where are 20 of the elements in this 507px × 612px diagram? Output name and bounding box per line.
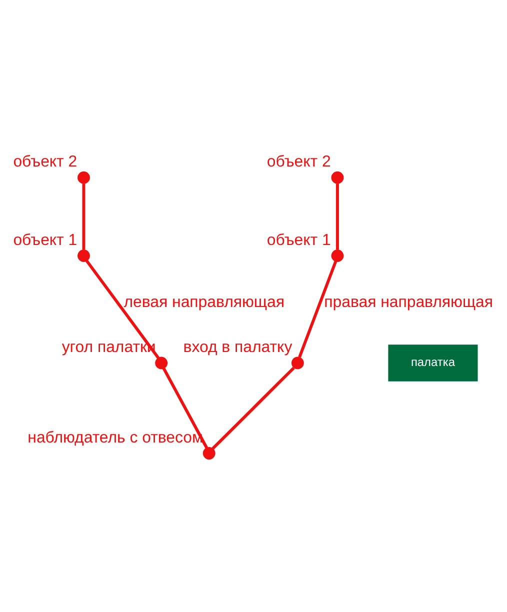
node-circle	[78, 170, 90, 184]
node-circle	[331, 249, 344, 262]
connector	[82, 183, 86, 250]
node-circle	[331, 170, 344, 184]
node-label: вход в палатку	[183, 338, 292, 356]
connector	[298, 260, 338, 358]
node-label: объект 2	[13, 153, 78, 170]
connector	[336, 183, 339, 250]
edge-label: левая направляющая	[124, 294, 284, 311]
edge-label: правая направляющая	[324, 294, 494, 311]
connector	[85, 259, 160, 358]
node-circle	[78, 249, 90, 262]
connector	[212, 366, 295, 450]
node-label: объект 2	[266, 153, 331, 170]
node-circle	[291, 356, 304, 369]
node-box: палатка	[388, 344, 478, 381]
node-circle	[155, 356, 168, 369]
node-label: объект 1	[266, 231, 331, 248]
node-label: объект 1	[13, 231, 78, 248]
node-circle	[202, 446, 216, 460]
